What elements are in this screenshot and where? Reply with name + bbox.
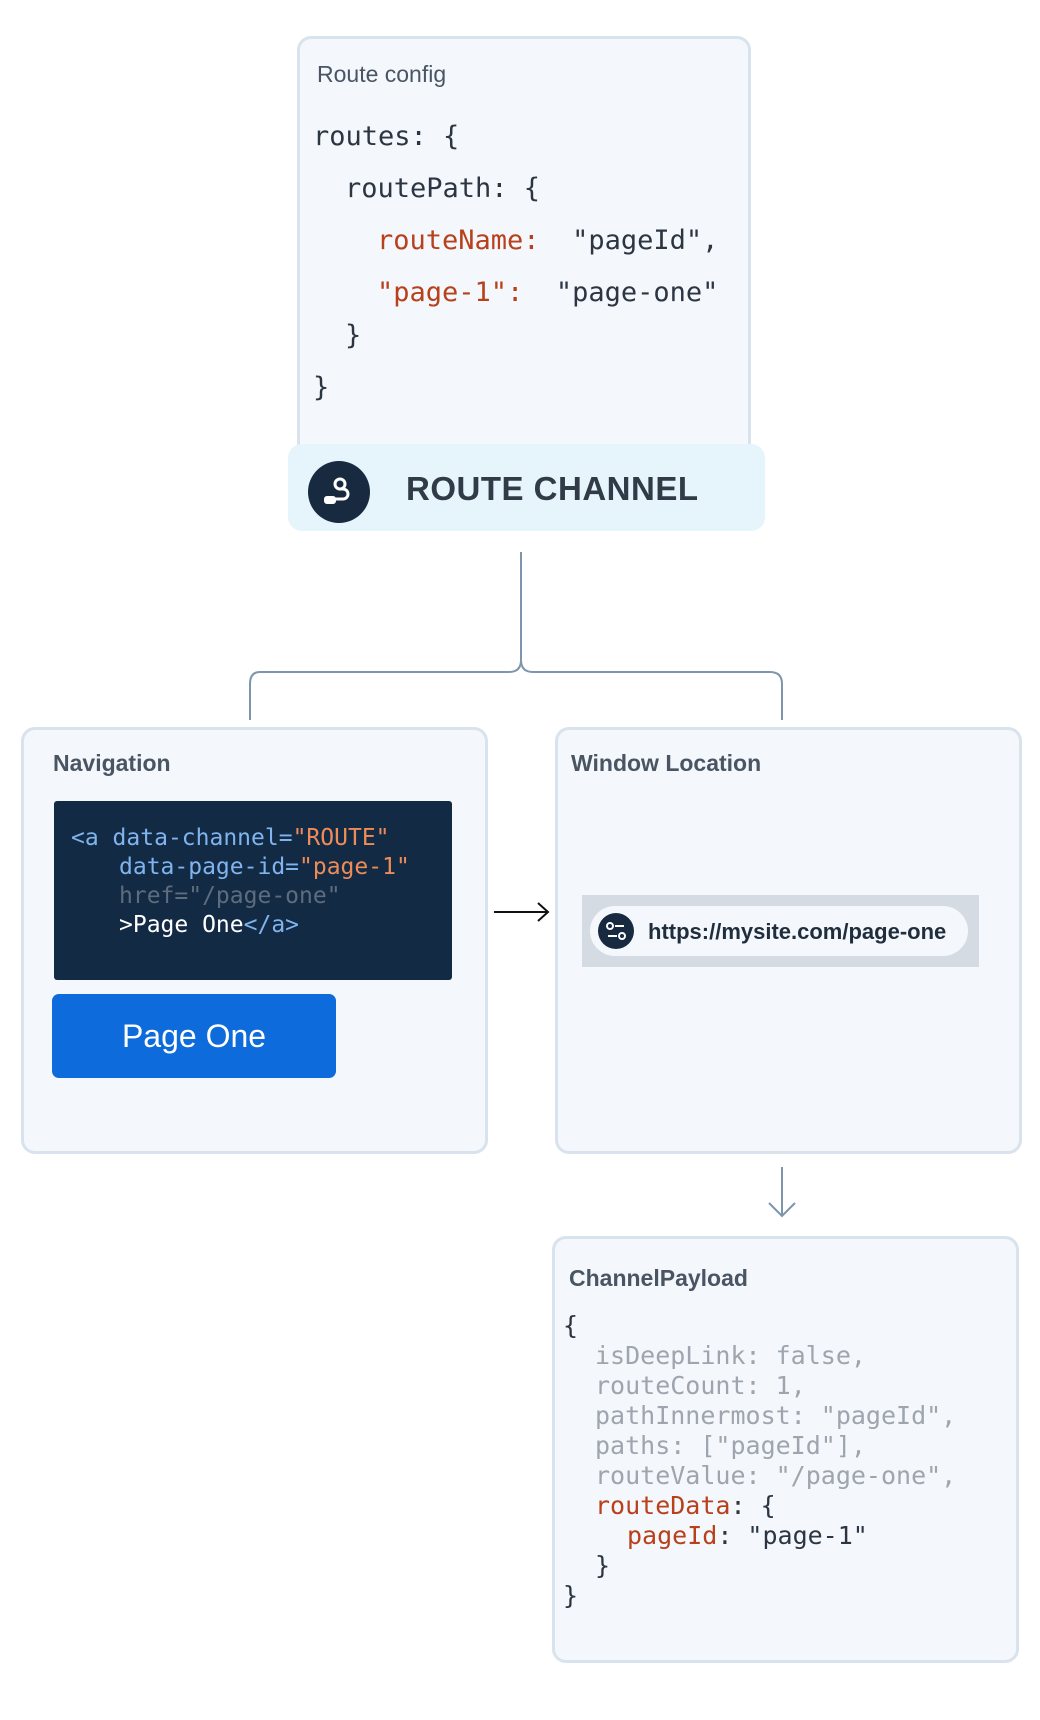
payload-line: { <box>563 1311 579 1340</box>
window-location-title: Window Location <box>571 750 762 776</box>
route-icon <box>308 461 370 523</box>
tag-open: <a <box>71 825 99 851</box>
navigation-title: Navigation <box>53 750 171 776</box>
route-config-line: routes: { <box>313 121 460 152</box>
page-id-key: pageId <box>627 1521 718 1550</box>
url-text: https://mysite.com/page-one <box>648 919 947 944</box>
code-line: <a data-channel="ROUTE" <box>71 825 390 851</box>
attr-page-id: data-page-id= <box>119 854 300 880</box>
payload-line: isDeepLink: false, <box>595 1341 866 1370</box>
route-data-key: routeData <box>595 1491 731 1520</box>
payload-line: } <box>595 1551 611 1580</box>
payload-line: pageId: "page-1" <box>627 1521 868 1550</box>
payload-line: paths: ["pageId"], <box>595 1431 866 1460</box>
page-id-value: : "page-1" <box>717 1521 868 1550</box>
payload-line: routeCount: 1, <box>595 1371 806 1400</box>
attr-page-id-value: "page-1" <box>299 854 410 880</box>
payload-line: routeData: { <box>595 1491 776 1520</box>
page-key: "page-1": <box>377 277 524 308</box>
route-config-line: } <box>313 372 330 403</box>
attr-channel-value: "ROUTE" <box>292 825 390 851</box>
route-name-value: "pageId", <box>572 225 719 256</box>
route-config-panel: Route config <box>297 36 751 476</box>
browser-bar: https://mysite.com/page-one <box>582 895 979 967</box>
route-config-line: "page-1": "page-one" <box>377 277 718 308</box>
url-bar[interactable]: https://mysite.com/page-one <box>590 906 968 956</box>
tag-close: </a> <box>243 912 300 938</box>
url-settings-icon[interactable] <box>598 913 634 949</box>
attr-channel: data-channel= <box>98 825 293 851</box>
page-one-button[interactable]: Page One <box>52 994 336 1078</box>
right-arrow-icon <box>494 902 550 922</box>
code-line: href="/page-one" <box>119 883 341 909</box>
code-line: data-page-id="page-1" <box>119 854 410 880</box>
payload-line: pathInnermost: "pageId", <box>595 1401 957 1430</box>
anchor-code-block: <a data-channel="ROUTE" data-page-id="pa… <box>54 801 452 980</box>
route-config-line: routeName: "pageId", <box>377 225 718 256</box>
route-config-line: } <box>345 320 362 351</box>
down-arrow-icon <box>768 1167 796 1218</box>
payload-line: } <box>563 1581 579 1610</box>
page-value: "page-one" <box>555 277 719 308</box>
route-config-title: Route config <box>317 61 447 87</box>
route-channel-label: ROUTE CHANNEL <box>406 470 699 507</box>
route-config-line: routePath: { <box>345 173 541 204</box>
route-data-brace: : { <box>730 1491 776 1520</box>
payload-line: routeValue: "/page-one", <box>595 1461 957 1490</box>
route-name-key: routeName: <box>377 225 540 256</box>
code-line: >Page One</a> <box>119 912 299 938</box>
channel-payload-panel: ChannelPayload <box>552 1236 1019 1663</box>
link-text: >Page One <box>119 912 244 938</box>
channel-payload-title: ChannelPayload <box>569 1265 748 1291</box>
route-channel-bar: ROUTE CHANNEL <box>288 444 765 531</box>
